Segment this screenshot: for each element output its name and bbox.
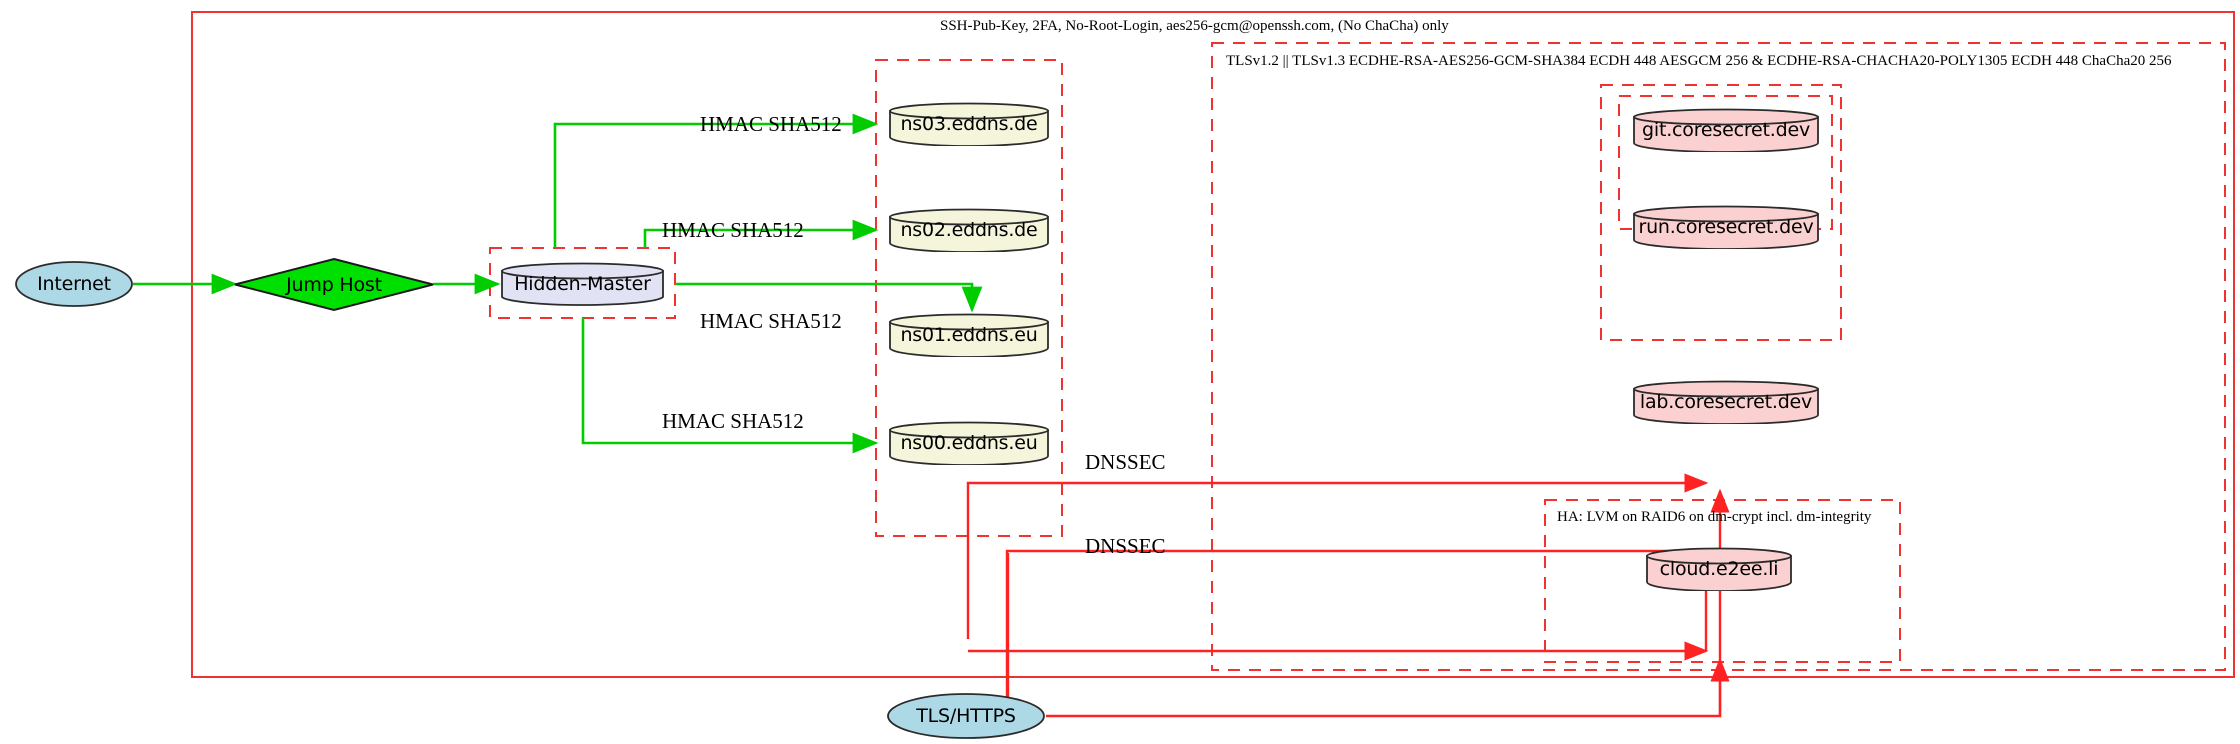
edge-label-hmac-ns02: HMAC SHA512 [662, 218, 804, 242]
node-run-coresecret[interactable]: run.coresecret.dev [1632, 205, 1820, 250]
node-ns02[interactable]: ns02.eddns.de [888, 208, 1050, 253]
cluster-ssh-label: SSH-Pub-Key, 2FA, No-Root-Login, aes256-… [940, 18, 1449, 34]
edge-hiddenmaster-to-ns03 [553, 113, 879, 248]
ns02-cylinder-shape [889, 208, 1049, 253]
cluster-coresecret-outer [1600, 84, 1842, 341]
run-coresecret-cylinder-shape [1633, 205, 1819, 250]
cluster-ha-label: HA: LVM on RAID6 on dm-crypt incl. dm-in… [1557, 509, 1872, 525]
hidden-master-cylinder-shape [501, 262, 664, 306]
cluster-dns-boundary [875, 59, 1063, 537]
tls-https-ellipse-shape [887, 693, 1045, 739]
node-jump-host[interactable]: Jump Host [233, 257, 435, 312]
lab-coresecret-cylinder-shape [1633, 380, 1819, 425]
cluster-ssh-boundary [191, 11, 2235, 678]
node-internet[interactable]: Internet [14, 260, 134, 308]
cluster-tls-label: TLSv1.2 || TLSv1.3 ECDHE-RSA-AES256-GCM-… [1226, 53, 2172, 69]
node-tls-https[interactable]: TLS/HTTPS [886, 692, 1046, 740]
node-hidden-master[interactable]: Hidden-Master [500, 262, 665, 306]
edge-hiddenmaster-to-ns00 [581, 318, 879, 454]
ns01-cylinder-shape [889, 313, 1049, 358]
node-ns01[interactable]: ns01.eddns.eu [888, 313, 1050, 358]
node-ns03[interactable]: ns03.eddns.de [888, 102, 1050, 147]
edge-label-hmac-ns01: HMAC SHA512 [700, 309, 842, 333]
jump-host-diamond-shape [234, 257, 434, 312]
edge-dnssec-lower [1005, 549, 1708, 716]
node-lab-coresecret[interactable]: lab.coresecret.dev [1632, 380, 1820, 425]
edge-hiddenmaster-to-ns01 [675, 282, 983, 313]
ns03-cylinder-shape [889, 102, 1049, 147]
edge-dnssec-upper [966, 473, 1709, 639]
node-ns00[interactable]: ns00.eddns.eu [888, 421, 1050, 466]
ns00-cylinder-shape [889, 421, 1049, 466]
node-git-coresecret[interactable]: git.coresecret.dev [1632, 108, 1820, 153]
edge-label-hmac-ns03: HMAC SHA512 [700, 112, 842, 136]
edge-label-dnssec-upper: DNSSEC [1085, 450, 1166, 474]
edge-label-dnssec-lower: DNSSEC [1085, 534, 1166, 558]
internet-ellipse-shape [15, 261, 133, 307]
node-cloud-e2ee[interactable]: cloud.e2ee.li [1645, 547, 1793, 592]
edge-label-hmac-ns00: HMAC SHA512 [662, 409, 804, 433]
cloud-e2ee-cylinder-shape [1646, 547, 1792, 592]
git-coresecret-cylinder-shape [1633, 108, 1819, 153]
edge-hiddenmaster-to-ns02 [643, 219, 879, 248]
